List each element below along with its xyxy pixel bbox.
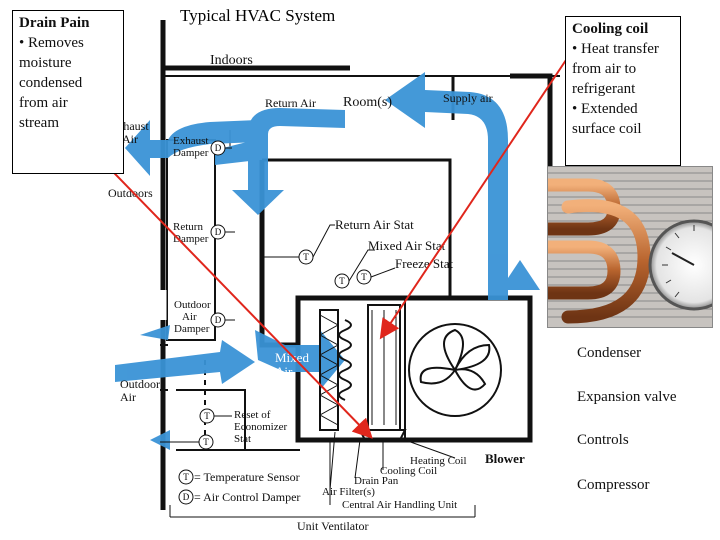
mixed-air-stat-label: Mixed Air Stat — [368, 238, 446, 253]
central-unit-label: Central Air Handling Unit — [342, 499, 457, 511]
drain-callout-line: • Removes — [19, 35, 84, 51]
filters-and-coils — [169, 304, 476, 518]
supply-air-arrow — [385, 72, 508, 300]
drain-callout-line: from air — [19, 95, 68, 111]
diagram-title: Typical HVAC System — [180, 6, 335, 25]
damper-labels: D D D D — [183, 143, 222, 502]
outdoors-label: Outdoors — [108, 186, 153, 200]
coil-photo — [547, 166, 713, 328]
cooling-callout-title: Cooling coil — [572, 21, 649, 37]
cooling-callout-line: refrigerant — [572, 81, 636, 97]
sensor-leads — [160, 147, 396, 443]
diagram-labels: Indoors Return Air Room(s) Supply air Ex… — [108, 53, 525, 533]
drain-callout-line: stream — [19, 115, 59, 131]
exhaust-damper-arrow — [215, 140, 258, 165]
air-filters-label: Air Filter(s) — [322, 486, 375, 498]
legend-damper-symbol — [178, 489, 194, 505]
svg-text:D: D — [183, 492, 190, 502]
svg-text:D: D — [215, 315, 222, 325]
sensor-labels: T T T T T T — [183, 252, 367, 482]
pointer-arrows — [83, 59, 567, 439]
unit-ventilator-label: Unit Ventilator — [297, 519, 368, 533]
blower-arrow — [500, 260, 540, 290]
cooling-coil-pointer — [379, 59, 567, 340]
legend-temp-sensor: = Temperature Sensor — [194, 470, 300, 484]
return-air-label: Return Air — [265, 96, 316, 110]
mixed-air-arrow — [255, 330, 345, 390]
cooling-coil-callout: Cooling coil • Heat transfer from air to… — [565, 16, 681, 166]
svg-text:T: T — [361, 272, 367, 282]
svg-text:T: T — [183, 472, 189, 482]
blower-label: Blower — [485, 451, 525, 466]
cooling-callout-line: surface coil — [572, 121, 642, 137]
drain-callout-line: condensed — [19, 75, 83, 91]
drain-callout-title: Drain Pain — [19, 15, 90, 31]
heating-coil — [338, 319, 352, 401]
cooling-callout-line: • Extended — [572, 101, 638, 117]
condenser-label: Condenser — [577, 345, 642, 361]
controls-label: Controls — [577, 432, 629, 448]
svg-text:T: T — [204, 411, 210, 421]
svg-text:D: D — [215, 143, 222, 153]
sensor-symbols — [178, 249, 372, 485]
airflow-arrows — [115, 72, 540, 450]
drain-pan-callout: Drain Pain • Removes moisture condensed … — [12, 10, 124, 174]
legend-sensor-symbol — [178, 469, 194, 485]
outdoor-opening — [159, 290, 168, 391]
svg-text:T: T — [303, 252, 309, 262]
svg-text:D: D — [215, 227, 222, 237]
legend-air-damper: = Air Control Damper — [194, 490, 300, 504]
return-air-stat-label: Return Air Stat — [335, 217, 414, 232]
freeze-stat-label: Freeze Stat — [395, 256, 454, 271]
left-inlet-arrow — [140, 325, 170, 340]
svg-text:T: T — [203, 437, 209, 447]
intake-arrow — [150, 430, 170, 450]
supply-air-label: Supply air — [443, 91, 493, 105]
heating-coil-label: Heating Coil — [410, 455, 467, 467]
cooling-callout-line: from air to — [572, 61, 637, 77]
expansion-valve-label: Expansion valve — [577, 389, 677, 405]
indoors-label: Indoors — [210, 53, 253, 68]
pointer-lines — [329, 431, 456, 505]
cooling-callout-line: • Heat transfer — [572, 41, 659, 57]
blower-fan — [408, 323, 502, 417]
outdoor-air-arrow — [115, 340, 255, 384]
drain-pan-label: Drain Pan — [354, 475, 399, 487]
compressor-label: Compressor — [577, 477, 650, 493]
rooms-label: Room(s) — [343, 95, 392, 110]
air-filter — [319, 309, 339, 431]
drain-pan-pointer — [83, 141, 373, 439]
return-air-arrow — [232, 108, 345, 215]
exhaust-air-arrow — [125, 120, 258, 176]
cooling-coil-label: Cooling Coil — [380, 465, 437, 477]
svg-text:T: T — [339, 276, 345, 286]
drain-callout-line: moisture — [19, 55, 72, 71]
